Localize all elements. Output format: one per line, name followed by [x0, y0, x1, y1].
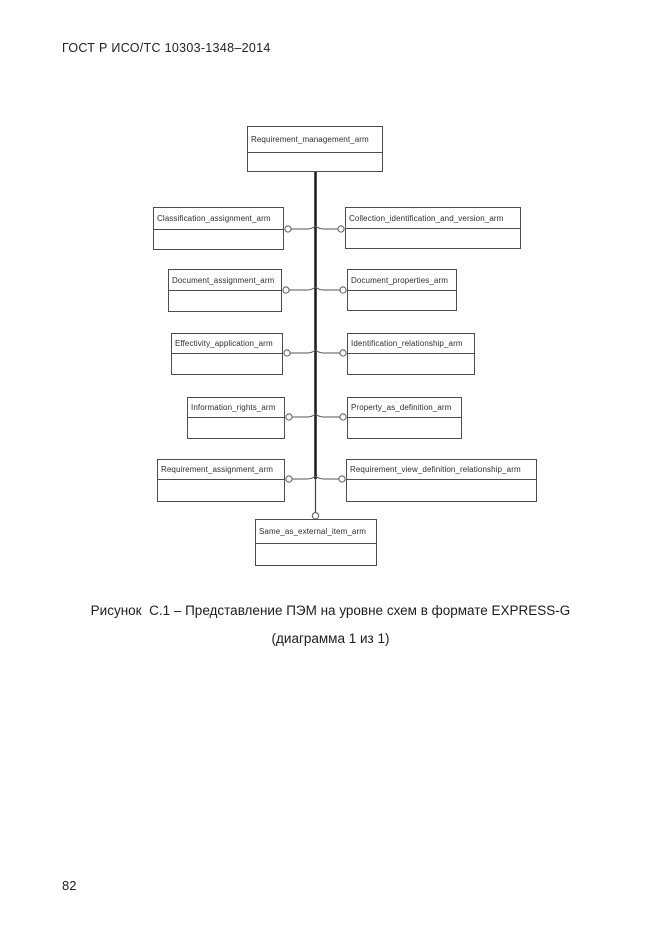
schema-box-document-assignment: Document_assignment_arm [168, 269, 282, 312]
schema-box-label: Information_rights_arm [188, 398, 284, 418]
schema-box-label: Classification_assignment_arm [154, 208, 283, 230]
connector-line [289, 286, 340, 291]
schema-box-effectivity-application: Effectivity_application_arm [171, 333, 283, 375]
schema-box-identification-relationship: Identification_relationship_arm [347, 333, 475, 375]
schema-box-label: Requirement_management_arm [248, 127, 382, 153]
connector-line [292, 475, 339, 480]
page-ref-circle [339, 413, 347, 421]
schema-box-compartment [188, 418, 284, 438]
schema-box-collection-identification-and-version: Collection_identification_and_version_ar… [345, 207, 521, 249]
schema-box-compartment [158, 480, 284, 501]
page-ref-circle [339, 286, 347, 294]
schema-box-same-as-external-item: Same_as_external_item_arm [255, 519, 377, 566]
schema-box-compartment [248, 153, 382, 171]
schema-box-compartment [172, 354, 282, 374]
schema-box-compartment [256, 544, 376, 565]
figure-caption: Рисунок С.1 – Представление ПЭМ на уровн… [0, 603, 661, 646]
page-ref-circle [284, 225, 292, 233]
express-diagram: Requirement_management_arm Classificatio… [153, 126, 537, 566]
schema-box-label: Property_as_definition_arm [348, 398, 461, 418]
schema-box-compartment [348, 354, 474, 374]
page-ref-circle [282, 286, 290, 294]
schema-box-label: Requirement_assignment_arm [158, 460, 284, 480]
schema-box-label: Same_as_external_item_arm [256, 520, 376, 544]
page-number: 82 [62, 878, 77, 893]
schema-box-compartment [348, 291, 456, 310]
schema-box-label: Document_properties_arm [348, 270, 456, 291]
page-ref-circle [339, 349, 347, 357]
schema-box-classification-assignment: Classification_assignment_arm [153, 207, 284, 250]
connector-line [291, 225, 338, 230]
schema-box-label: Collection_identification_and_version_ar… [346, 208, 520, 229]
schema-box-requirement-assignment: Requirement_assignment_arm [157, 459, 285, 502]
schema-box-property-as-definition: Property_as_definition_arm [347, 397, 462, 439]
figure-caption-line2: (диаграмма 1 из 1) [271, 631, 390, 646]
page-ref-circle [338, 475, 346, 483]
page-ref-circle [285, 475, 293, 483]
connector-line [290, 349, 340, 354]
page-ref-circle [337, 225, 345, 233]
schema-box-label: Effectivity_application_arm [172, 334, 282, 354]
page-ref-circle [283, 349, 291, 357]
schema-box-requirement-management: Requirement_management_arm [247, 126, 383, 172]
connector-line [292, 413, 340, 418]
schema-box-document-properties: Document_properties_arm [347, 269, 457, 311]
document-header: ГОСТ Р ИСО/ТС 10303-1348–2014 [62, 41, 271, 55]
page-ref-circle [285, 413, 293, 421]
schema-box-compartment [348, 418, 461, 438]
schema-box-label: Document_assignment_arm [169, 270, 281, 291]
figure-caption-line1: Рисунок С.1 – Представление ПЭМ на уровн… [90, 603, 571, 618]
diagram-connectors [282, 171, 347, 520]
schema-box-compartment [346, 229, 520, 248]
schema-box-label: Requirement_view_definition_relationship… [347, 460, 536, 480]
schema-box-label: Identification_relationship_arm [348, 334, 474, 354]
page-ref-circle [311, 512, 320, 520]
schema-box-compartment [347, 480, 536, 501]
schema-box-compartment [169, 291, 281, 311]
schema-box-information-rights: Information_rights_arm [187, 397, 285, 439]
schema-box-compartment [154, 230, 283, 249]
schema-box-requirement-view-definition-relationship: Requirement_view_definition_relationship… [346, 459, 537, 502]
